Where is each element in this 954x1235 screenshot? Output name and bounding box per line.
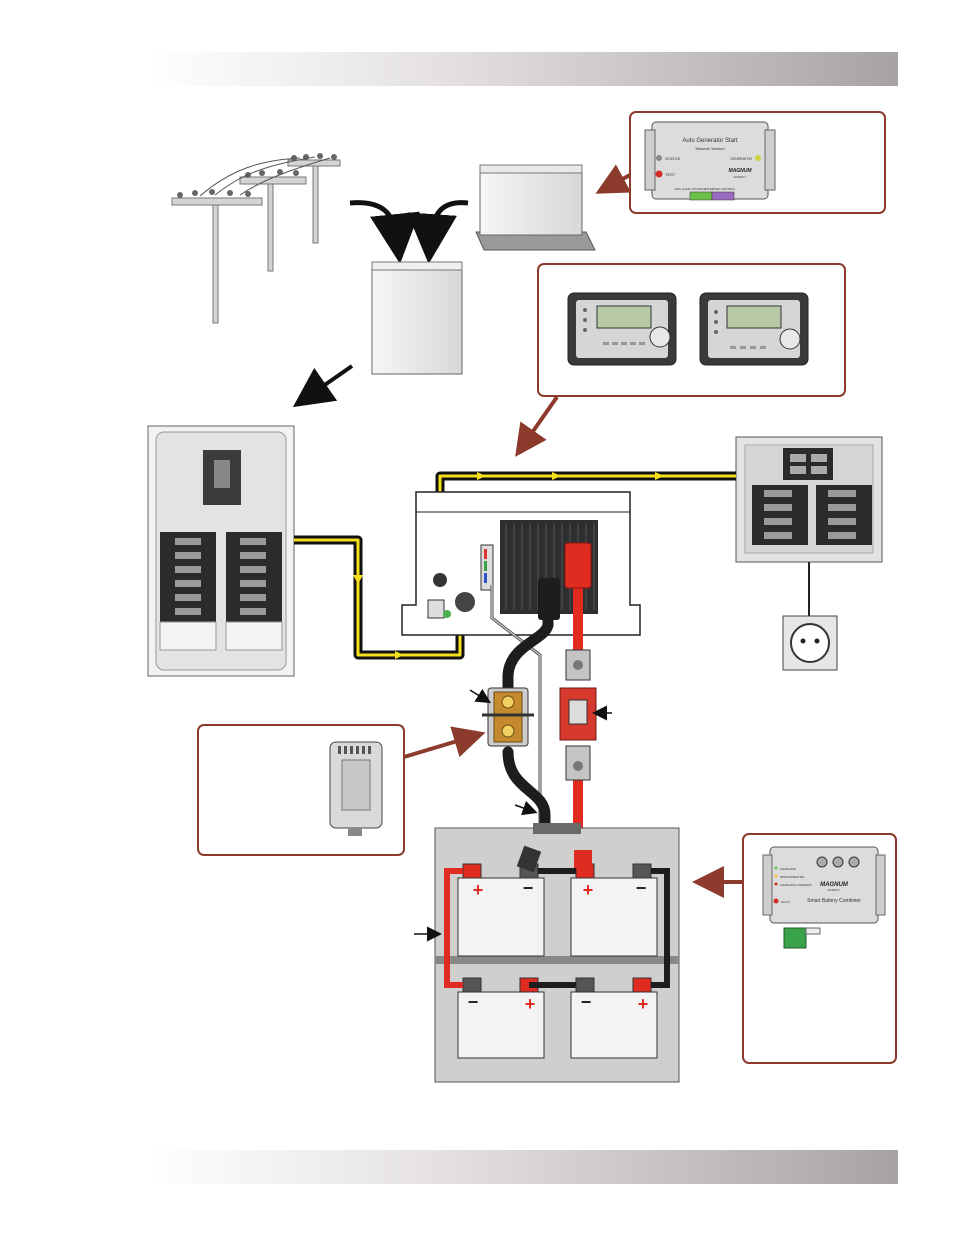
battery-top-right: + − [570,863,658,957]
combiner-status-2: DISCONNECTED [780,875,805,879]
remote-display-callout [515,263,846,457]
battery-top-left: + − [457,863,545,957]
ags-load-control-label: AGS LOAD CONTROL [675,187,706,191]
transfer-switch-icon [371,261,463,375]
dc-negative-terminal-icon [538,578,560,620]
ags-brand: MAGNUM [728,168,752,174]
ags-status-label: STATUS [665,156,681,161]
selector-knob-icon [779,328,801,350]
ac-outlet-icon [782,615,838,671]
battery-minus-label: − [581,992,592,1012]
footer-band [148,1150,898,1184]
main-ac-panel-icon [147,425,295,677]
battery-bottom-right: − + [570,977,658,1059]
battery-plus-label: + [583,880,594,900]
generator-led-icon [755,155,761,161]
battery-plus-label: + [525,994,536,1014]
battery-monitor-callout [197,724,486,856]
combiner-status-1: CHARGING [780,867,797,871]
status-led-icon [656,155,662,161]
battery-plus-label: + [473,880,484,900]
test-button-icon [655,170,663,178]
utility-poles-icon [171,153,341,324]
dc-disconnect-icon [559,649,597,781]
generator-icon [475,164,596,251]
battery-minus-label: − [468,992,479,1012]
ags-inverter-control-label: INVERTER CONTROL [705,187,736,191]
ags-callout: Auto Generator Start Network Version STA… [595,111,886,214]
battery-minus-label: − [523,878,534,898]
battery-minus-label: − [636,878,647,898]
header-band [148,52,898,86]
ags-test-label: TEST [665,172,676,177]
remote-display-1 [567,292,677,366]
combiner-brand-sub: ENERGY [828,888,841,892]
dc-shunt-icon [482,687,534,747]
combiner-status-3: CHARGING CURRENT [780,883,812,887]
battery-plus-label: + [638,994,649,1014]
battery-bank-icon: + − + − − + − + [434,823,680,1083]
smart-battery-combiner-callout: CHARGING DISCONNECTED CHARGING CURRENT F… [692,833,897,1064]
remote-display-2 [699,292,809,366]
sub-panel-icon [735,436,883,563]
ags-subtitle: Network Version [695,146,724,151]
inverter-charger-icon [401,491,641,636]
combiner-title: Smart Battery Combiner [807,898,861,904]
battery-bottom-left: − + [457,977,545,1059]
combiner-brand: MAGNUM [820,882,849,888]
ags-title: Auto Generator Start [682,138,738,144]
ags-brand-sub: ENERGY [734,175,747,179]
ags-generator-label: GENERATOR [730,157,752,161]
dc-negative-cable [502,594,554,871]
combiner-status-4: FAULT [781,900,790,904]
selector-knob-icon [649,326,671,348]
dc-positive-terminal-icon [564,542,592,589]
